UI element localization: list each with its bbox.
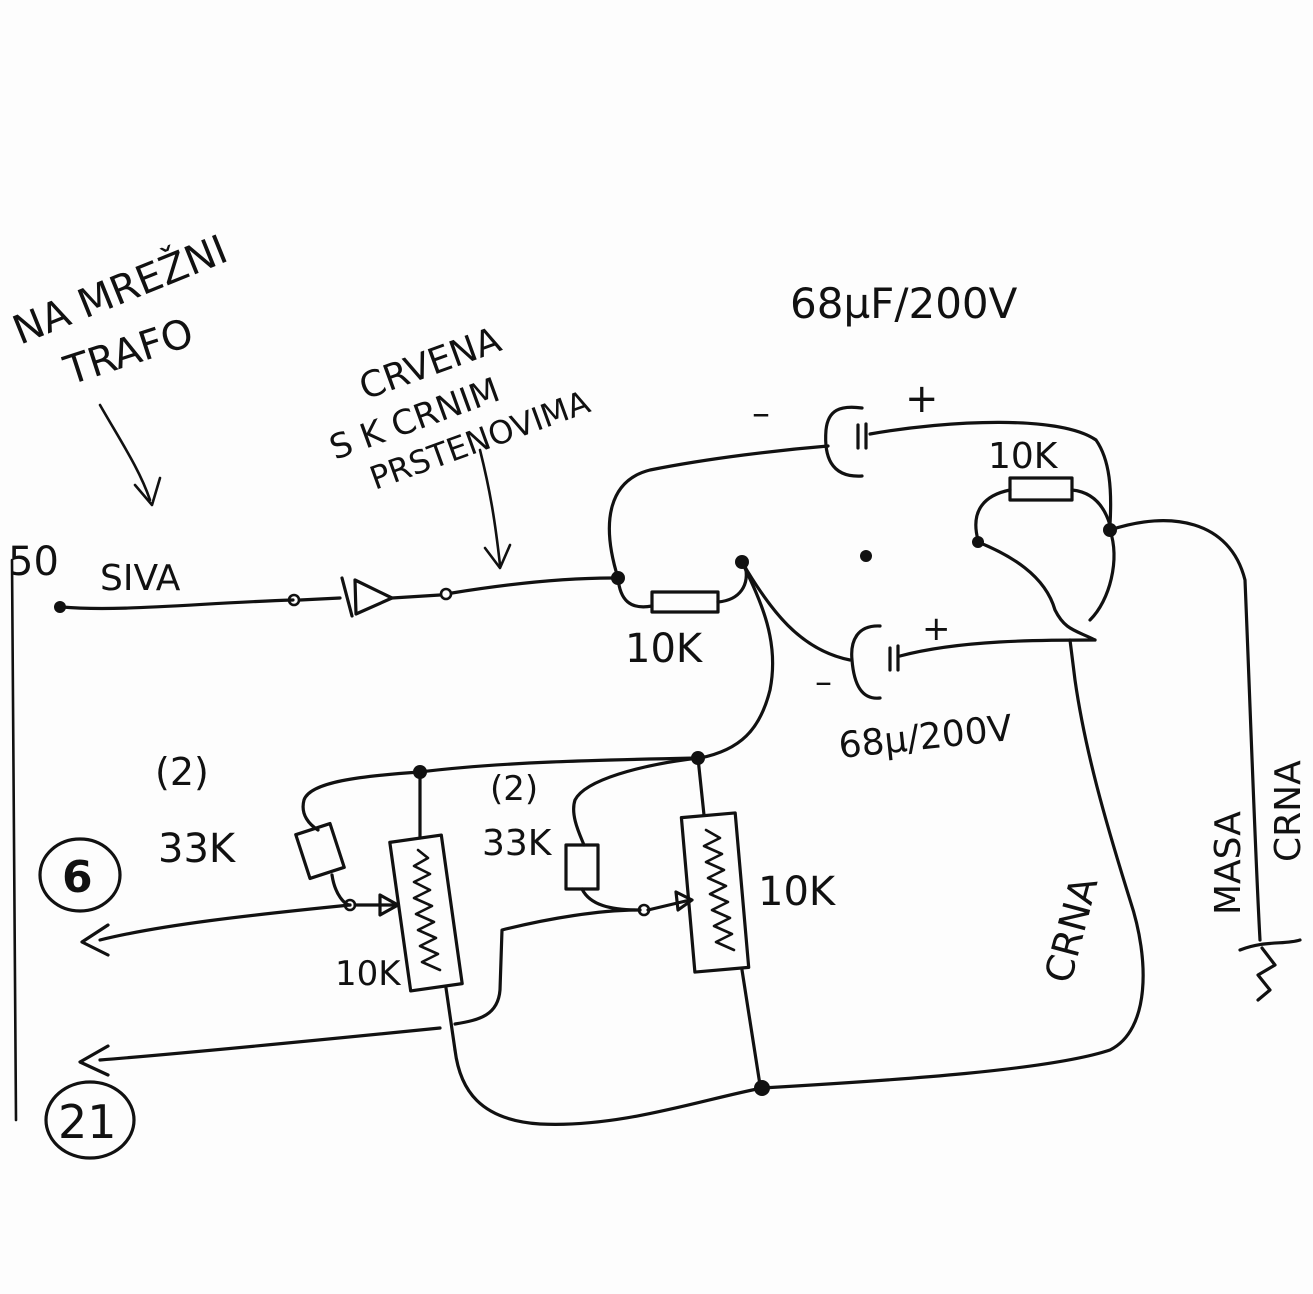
arrow-na-trafo-icon bbox=[98, 403, 152, 502]
resistor-10k-mid-icon bbox=[650, 590, 720, 614]
wire bbox=[444, 986, 457, 1052]
arrow-crvena-icon bbox=[478, 448, 502, 567]
label-r-mid: 10K bbox=[625, 626, 704, 672]
terminal-21-circle bbox=[44, 1080, 136, 1160]
center-mark bbox=[860, 550, 872, 562]
label-input-50: 50 bbox=[8, 539, 59, 585]
wire-top-rail bbox=[418, 756, 700, 774]
wire bbox=[572, 756, 700, 847]
wire-cross bbox=[453, 908, 642, 1026]
label-33k-right: 33K bbox=[482, 823, 553, 864]
wire bbox=[616, 576, 654, 609]
label-cap-top-minus: – bbox=[752, 393, 770, 434]
wiper-arrow-left-icon bbox=[378, 893, 400, 917]
pot-right-zigzag bbox=[702, 828, 736, 952]
label-33k-right-count: (2) bbox=[490, 769, 538, 809]
wire-diode-out bbox=[390, 593, 442, 600]
label-ground-masa: MASA bbox=[1208, 811, 1249, 915]
wire bbox=[580, 887, 642, 912]
capacitor-top-icon bbox=[824, 405, 868, 478]
wire bbox=[716, 563, 748, 604]
wire bbox=[974, 488, 1012, 542]
pot-left-zigzag bbox=[412, 848, 442, 972]
label-ground-crna: CRNA bbox=[1268, 760, 1309, 862]
left-border-line bbox=[10, 558, 18, 1122]
label-siva: SIVA bbox=[100, 558, 181, 599]
resistor-33k-right-icon bbox=[564, 843, 600, 891]
ground-icon bbox=[1238, 938, 1302, 1002]
potentiometer-left-icon bbox=[388, 833, 464, 993]
label-cap-bottom: 68µ/200V bbox=[837, 708, 1015, 767]
wire-to-cap-bottom bbox=[740, 560, 852, 662]
wire-to-ground bbox=[1108, 519, 1262, 942]
wire-to-terminal-21 bbox=[98, 1026, 442, 1062]
wire bbox=[301, 770, 422, 832]
wire-to-diode bbox=[298, 596, 342, 602]
potentiometer-right-icon bbox=[679, 811, 751, 974]
label-cap-top: 68µF/200V bbox=[790, 279, 1018, 328]
wire-to-node-a bbox=[450, 576, 614, 595]
label-terminal-21: 21 bbox=[58, 1095, 117, 1149]
label-pot-right: 10K bbox=[758, 869, 837, 915]
arrow-terminal-6-icon bbox=[80, 923, 110, 957]
wire-input-siva bbox=[60, 598, 295, 611]
label-cap-bottom-plus: + bbox=[922, 609, 951, 649]
label-wire-crna: CRNA bbox=[1036, 872, 1106, 987]
diode-icon bbox=[340, 576, 394, 618]
wire-bottom-loop bbox=[453, 1048, 764, 1126]
label-cap-top-plus: + bbox=[905, 376, 939, 422]
wire-crna-return bbox=[760, 638, 1145, 1090]
wire bbox=[976, 540, 1097, 642]
terminal-6-circle bbox=[38, 837, 122, 913]
input-terminal-dot bbox=[54, 601, 66, 613]
label-33k-left-count: (2) bbox=[155, 750, 209, 794]
wire-down bbox=[698, 560, 775, 760]
label-33k-left: 33K bbox=[158, 826, 237, 872]
wire bbox=[646, 898, 692, 912]
label-pot-left: 10K bbox=[335, 954, 402, 994]
wiper-arrow-right-icon bbox=[674, 890, 694, 912]
resistor-10k-top-right-icon bbox=[1008, 476, 1074, 502]
label-r-top-right: 10K bbox=[988, 436, 1059, 477]
wire-cap-top-right bbox=[868, 420, 1113, 527]
label-terminal-6: 6 bbox=[62, 852, 93, 903]
wire bbox=[696, 756, 706, 817]
wire bbox=[1088, 528, 1116, 622]
wire bbox=[898, 638, 1097, 658]
junction-open bbox=[439, 587, 453, 601]
wire-to-terminal-6 bbox=[98, 903, 352, 942]
arrow-head-icon bbox=[483, 543, 512, 570]
resistor-33k-left-icon bbox=[294, 821, 346, 881]
arrow-terminal-21-icon bbox=[78, 1044, 110, 1077]
label-cap-bottom-minus: – bbox=[815, 662, 832, 702]
arrow-head-icon bbox=[133, 476, 162, 507]
capacitor-bottom-icon bbox=[850, 624, 900, 700]
wire bbox=[740, 968, 762, 1087]
wire bbox=[1070, 488, 1112, 527]
wire-to-cap-top bbox=[607, 444, 830, 580]
